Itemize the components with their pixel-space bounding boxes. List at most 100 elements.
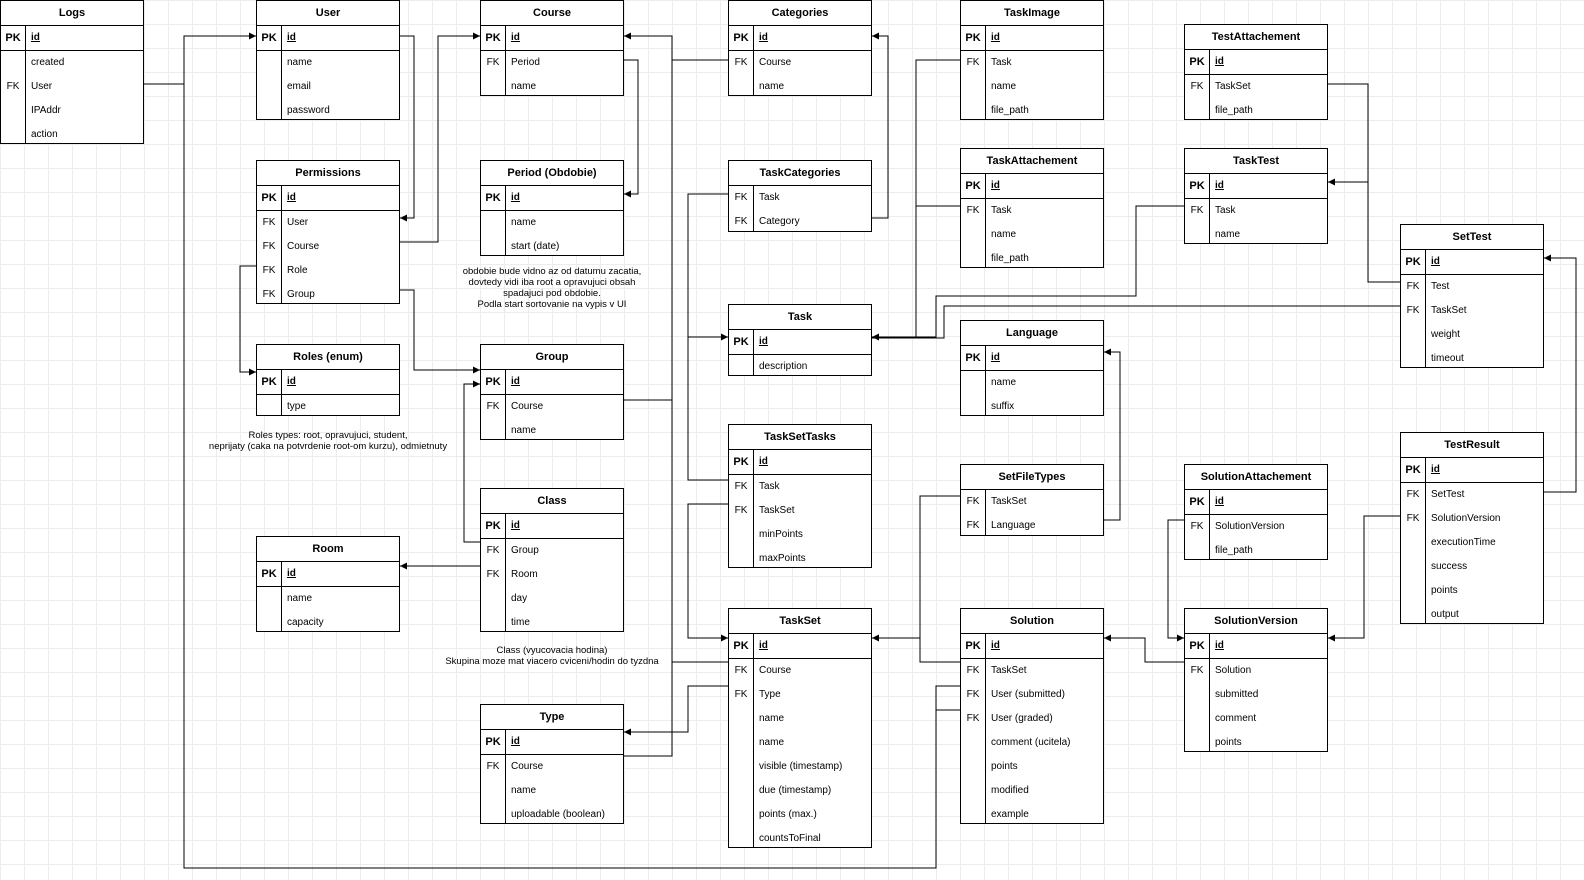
field-points[interactable]: points [1401,579,1543,603]
field-success[interactable]: success [1401,555,1543,579]
field-countstofinal[interactable]: countsToFinal [729,827,871,851]
field-points-max[interactable]: points (max.) [729,803,871,827]
field-submitted[interactable]: submitted [1185,683,1327,707]
field-output[interactable]: output [1401,603,1543,627]
field-weight[interactable]: weight [1401,323,1543,347]
field-action[interactable]: action [1,123,143,147]
field-name[interactable]: name [729,707,871,731]
field-points[interactable]: points [1185,731,1327,755]
field-file-path[interactable]: file_path [1185,99,1327,123]
field-comment[interactable]: comment [1185,707,1327,731]
field-password[interactable]: password [257,99,399,123]
field-maxpoints[interactable]: maxPoints [729,547,871,571]
field-file-path[interactable]: file_path [961,99,1103,123]
field-minpoints[interactable]: minPoints [729,523,871,547]
field-name[interactable]: name [729,731,871,755]
field-name[interactable]: name [481,419,623,443]
field-example[interactable]: example [961,803,1103,827]
field-name[interactable]: name [729,75,871,99]
field-ipaddr[interactable]: IPAddr [1,99,143,123]
field-name[interactable]: name [961,223,1103,247]
field-executiontime[interactable]: executionTime [1401,531,1543,555]
field-suffix[interactable]: suffix [961,395,1103,419]
field-modified[interactable]: modified [961,779,1103,803]
field-day[interactable]: day [481,587,623,611]
field-email[interactable]: email [257,75,399,99]
field-created[interactable]: created [1,51,143,75]
field-uploadable-boolean[interactable]: uploadable (boolean) [481,803,623,827]
field-type[interactable]: type [257,395,399,419]
field-points[interactable]: points [961,755,1103,779]
field-description[interactable]: description [729,355,871,379]
field-file-path[interactable]: file_path [1185,539,1327,563]
field-name[interactable]: name [961,371,1103,395]
field-file-path[interactable]: file_path [961,247,1103,271]
field-name[interactable]: name [1185,223,1327,247]
field-due-timestamp[interactable]: due (timestamp) [729,779,871,803]
